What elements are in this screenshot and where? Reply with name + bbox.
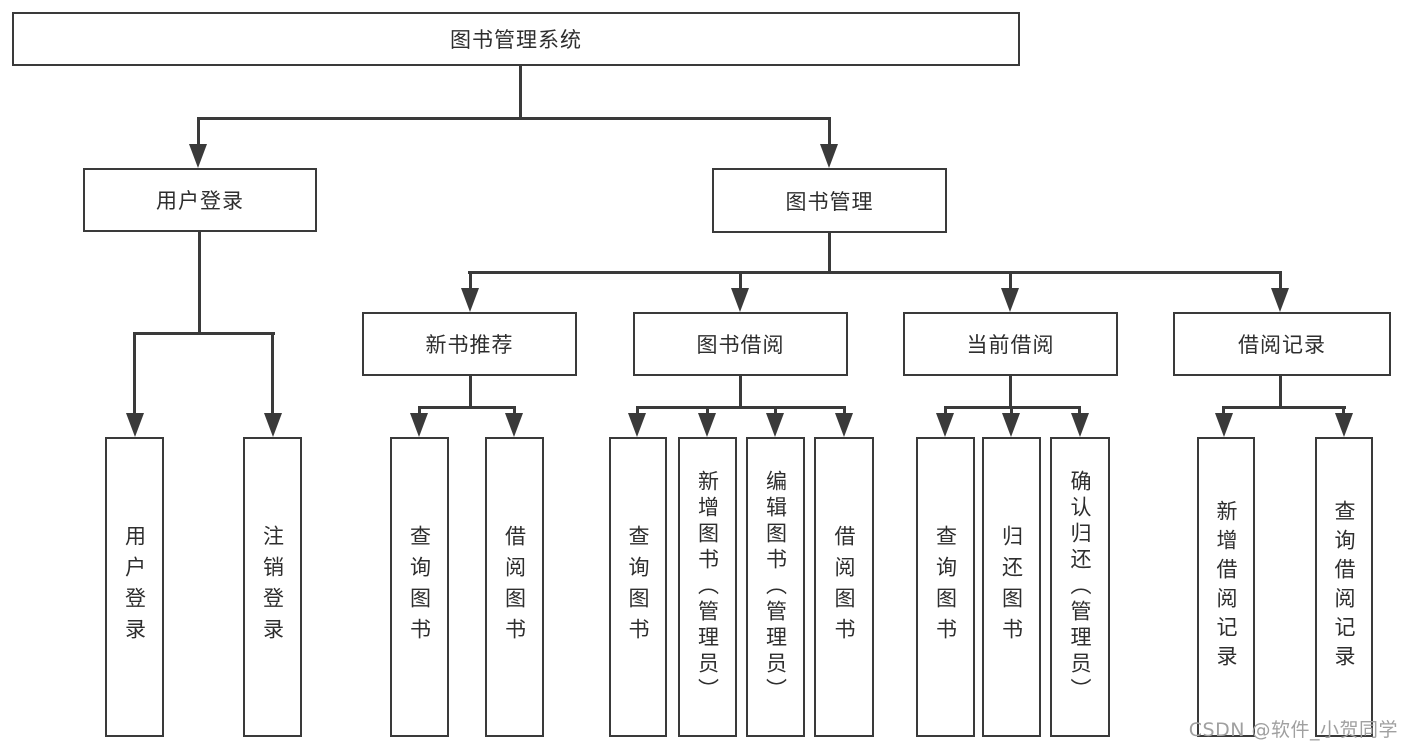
connector-user-login-branch (133, 332, 275, 335)
connector-level1-branch (197, 117, 831, 120)
node-label: 用户登录 (156, 189, 244, 213)
leaf-confirm-return-admin: 确认归还（管理员） (1050, 437, 1110, 737)
connector-level3-branch (468, 271, 1282, 274)
leaf-label: 查询图书 (626, 525, 650, 649)
connector-stem-leaf-user-login (133, 332, 136, 417)
leaf-label: 新增借阅记录 (1214, 500, 1238, 674)
node-label: 图书管理 (785, 189, 874, 214)
connector-stem-leaf (706, 406, 709, 417)
connector-stem-leaf (1342, 406, 1345, 417)
leaf-label: 注销登录 (260, 525, 285, 649)
connector-stem-leaf (843, 406, 846, 417)
leaf-label: 编辑图书（管理员） (763, 470, 788, 704)
arrowhead-leaf-icon (766, 413, 784, 437)
node-borrowing-records: 借阅记录 (1173, 312, 1391, 376)
leaf-user-login: 用户登录 (105, 437, 164, 737)
connector-stem-leaf (1078, 406, 1081, 417)
arrowhead-leaf-icon (1002, 413, 1020, 437)
node-label: 借阅记录 (1238, 333, 1326, 357)
leaf-borrow-books-2: 借阅图书 (814, 437, 874, 737)
connector-stem-leaf-logout (271, 332, 274, 417)
leaf-label: 查询图书 (407, 525, 432, 649)
arrowhead-book-management-icon (820, 144, 838, 168)
node-label: 当前借阅 (966, 333, 1055, 357)
arrowhead-leaf-icon (1215, 413, 1233, 437)
connector-new-book-branch (418, 406, 516, 409)
node-label: 新书推荐 (425, 333, 514, 357)
connector-current-borrowing-stem (1009, 376, 1012, 409)
connector-stem-leaf (1010, 406, 1013, 417)
leaf-label: 归还图书 (999, 525, 1024, 649)
arrowhead-leaf-user-login-icon (126, 413, 144, 437)
leaf-query-books-3: 查询图书 (916, 437, 975, 737)
connector-stem-user-login (197, 117, 200, 148)
arrowhead-leaf-logout-icon (264, 413, 282, 437)
arrowhead-borrowing-records-icon (1271, 288, 1289, 312)
connector-user-login-stem (198, 232, 201, 335)
arrowhead-new-book-icon (461, 288, 479, 312)
node-book-borrowing: 图书借阅 (633, 312, 848, 376)
connector-book-borrowing-stem (739, 376, 742, 409)
node-label: 图书管理系统 (450, 28, 582, 52)
connector-book-management-stem (828, 233, 831, 274)
leaf-query-borrow-record: 查询借阅记录 (1315, 437, 1373, 737)
connector-borrowing-records-branch (1222, 406, 1346, 409)
arrowhead-current-borrowing-icon (1001, 288, 1019, 312)
node-current-borrowing: 当前借阅 (903, 312, 1118, 376)
leaf-query-books-2: 查询图书 (609, 437, 667, 737)
connector-book-borrowing-branch (636, 406, 846, 409)
connector-stem-borrowing-records (1279, 271, 1282, 291)
csdn-watermark: CSDN @软件_小贺同学 (1188, 719, 1398, 741)
arrowhead-leaf-icon (505, 413, 523, 437)
connector-stem-new-book (469, 271, 472, 291)
node-library-management-system: 图书管理系统 (12, 12, 1020, 66)
connector-stem-leaf (1222, 406, 1225, 417)
connector-borrowing-records-stem (1279, 376, 1282, 409)
leaf-label: 借阅图书 (832, 525, 856, 649)
connector-root-stem (519, 66, 522, 119)
leaf-add-borrow-record: 新增借阅记录 (1197, 437, 1255, 737)
node-user-login: 用户登录 (83, 168, 317, 232)
leaf-return-books: 归还图书 (982, 437, 1041, 737)
arrowhead-leaf-icon (410, 413, 428, 437)
leaf-label: 新增图书（管理员） (695, 470, 720, 704)
leaf-logout: 注销登录 (243, 437, 302, 737)
node-label: 图书借阅 (696, 333, 785, 357)
arrowhead-leaf-icon (1335, 413, 1353, 437)
arrowhead-leaf-icon (835, 413, 853, 437)
leaf-add-books-admin: 新增图书（管理员） (678, 437, 737, 737)
connector-stem-leaf (774, 406, 777, 417)
leaf-edit-books-admin: 编辑图书（管理员） (746, 437, 805, 737)
connector-stem-leaf (636, 406, 639, 417)
arrowhead-leaf-icon (698, 413, 716, 437)
leaf-label: 用户登录 (122, 525, 147, 649)
leaf-query-books-1: 查询图书 (390, 437, 449, 737)
leaf-label: 查询借阅记录 (1332, 500, 1356, 674)
leaf-label: 确认归还（管理员） (1068, 470, 1092, 704)
leaf-label: 借阅图书 (502, 525, 527, 649)
arrowhead-leaf-icon (628, 413, 646, 437)
leaf-label: 查询图书 (933, 525, 958, 649)
arrowhead-leaf-icon (1071, 413, 1089, 437)
connector-stem-leaf (418, 406, 421, 417)
arrowhead-user-login-icon (189, 144, 207, 168)
leaf-borrow-books-1: 借阅图书 (485, 437, 544, 737)
node-new-book-recommendation: 新书推荐 (362, 312, 577, 376)
arrowhead-leaf-icon (936, 413, 954, 437)
connector-stem-book-management (828, 117, 831, 148)
connector-stem-leaf (944, 406, 947, 417)
connector-stem-current-borrowing (1009, 271, 1012, 291)
node-book-management: 图书管理 (712, 168, 947, 233)
connector-stem-leaf (513, 406, 516, 417)
arrowhead-book-borrowing-icon (731, 288, 749, 312)
connector-new-book-stem (469, 376, 472, 409)
connector-stem-book-borrowing (739, 271, 742, 291)
